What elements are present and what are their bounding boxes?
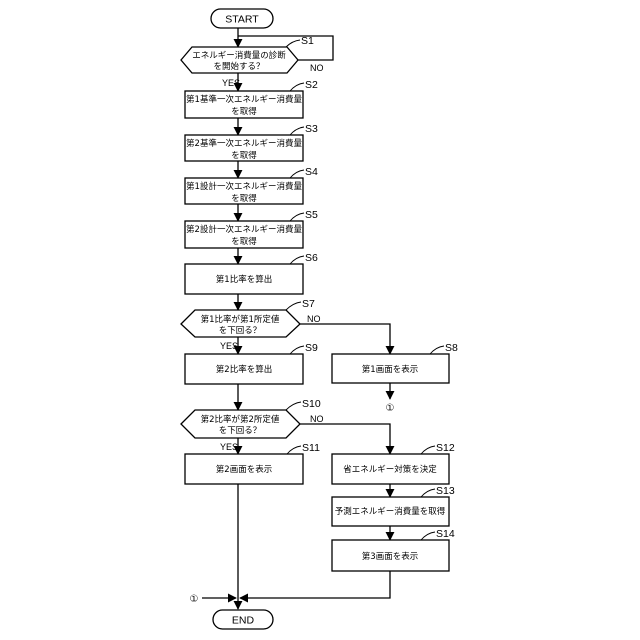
s9-line-1: 第2比率を算出 — [216, 364, 272, 375]
connector-in: ① — [190, 594, 199, 605]
s12-leader — [421, 446, 435, 454]
step-s1: エネルギー消費量の診断 を開始する？ S1 NO YES — [181, 35, 324, 88]
s14-line-1: 第3画面を表示 — [362, 551, 418, 562]
step-s4: 第1設計一次エネルギー消費量 を取得 S4 — [185, 166, 318, 204]
s3-id: S3 — [305, 123, 318, 135]
s3-line-2: を取得 — [231, 150, 257, 161]
edge-s14-end — [240, 571, 390, 598]
s4-id: S4 — [305, 166, 318, 178]
s2-id: S2 — [305, 79, 318, 91]
s7-yes-label: YES — [220, 341, 238, 351]
s8-line-1: 第1画面を表示 — [362, 364, 418, 375]
step-s3: 第2基準一次エネルギー消費量 を取得 S3 — [185, 123, 318, 161]
s6-leader — [290, 256, 304, 264]
s1-no-label: NO — [310, 63, 324, 73]
s5-line-2: を取得 — [231, 236, 257, 247]
s4-leader — [290, 170, 304, 178]
s10-no-label: NO — [310, 414, 324, 424]
s4-line-1: 第1設計一次エネルギー消費量 — [186, 181, 302, 192]
s11-line-1: 第2画面を表示 — [216, 464, 272, 475]
s1-id: S1 — [301, 35, 314, 47]
s7-line-1: 第1比率が第1所定値 — [201, 314, 280, 325]
s7-id: S7 — [302, 298, 315, 310]
s3-line-1: 第2基準一次エネルギー消費量 — [186, 138, 302, 149]
step-s2: 第1基準一次エネルギー消費量 を取得 S2 — [185, 79, 318, 118]
s3-leader — [290, 127, 304, 135]
s6-line-1: 第1比率を算出 — [216, 274, 272, 285]
s1-line-1: エネルギー消費量の診断 — [192, 50, 286, 61]
s8-id: S8 — [445, 342, 458, 354]
s8-leader — [430, 346, 444, 354]
s6-id: S6 — [305, 252, 318, 264]
s5-line-1: 第2設計一次エネルギー消費量 — [186, 224, 302, 235]
step-s12: 省エネルギー対策を決定 S12 — [332, 442, 455, 484]
s11-leader — [287, 446, 301, 454]
start-terminal: START — [211, 9, 273, 28]
s11-id: S11 — [302, 442, 320, 454]
s9-id: S9 — [305, 342, 318, 354]
step-s6: 第1比率を算出 S6 — [185, 252, 318, 294]
s7-line-2: を下回る？ — [219, 326, 262, 336]
s13-id: S13 — [436, 485, 455, 497]
s1-leader — [286, 40, 300, 47]
end-label: END — [232, 615, 255, 627]
s10-id: S10 — [302, 398, 321, 410]
step-s13: 予測エネルギー消費量を取得 S13 — [332, 485, 455, 526]
s10-line-2: を下回る？ — [219, 426, 262, 436]
s2-line-2: を取得 — [231, 106, 257, 117]
step-s7: 第1比率が第1所定値 を下回る？ S7 NO YES — [181, 298, 321, 351]
s10-line-1: 第2比率が第2所定値 — [201, 414, 280, 425]
s7-no-label: NO — [307, 314, 321, 324]
s9-leader — [290, 346, 304, 354]
s12-line-1: 省エネルギー対策を決定 — [343, 464, 437, 475]
connector-out: ① — [386, 403, 395, 414]
start-label: START — [225, 14, 259, 26]
s5-leader — [290, 213, 304, 221]
s10-yes-label: YES — [220, 442, 238, 452]
step-s11: 第2画面を表示 S11 — [185, 442, 320, 484]
s4-line-2: を取得 — [231, 193, 257, 204]
s5-id: S5 — [305, 209, 318, 221]
s10-leader — [286, 402, 301, 410]
s13-line-1: 予測エネルギー消費量を取得 — [335, 506, 446, 517]
end-terminal: END — [213, 610, 273, 629]
s12-id: S12 — [436, 442, 455, 454]
s7-leader — [286, 302, 301, 310]
s1-yes-label: YES — [222, 78, 240, 88]
s13-leader — [421, 489, 435, 497]
s14-id: S14 — [436, 528, 455, 540]
s2-line-1: 第1基準一次エネルギー消費量 — [186, 94, 302, 105]
step-s9: 第2比率を算出 S9 — [185, 342, 318, 384]
s2-leader — [290, 83, 304, 91]
step-s5: 第2設計一次エネルギー消費量 を取得 S5 — [185, 209, 318, 248]
s1-line-2: を開始する？ — [213, 61, 264, 72]
step-s14: 第3画面を表示 S14 — [332, 528, 455, 571]
s14-leader — [421, 532, 435, 540]
step-s8: 第1画面を表示 S8 — [332, 342, 458, 383]
